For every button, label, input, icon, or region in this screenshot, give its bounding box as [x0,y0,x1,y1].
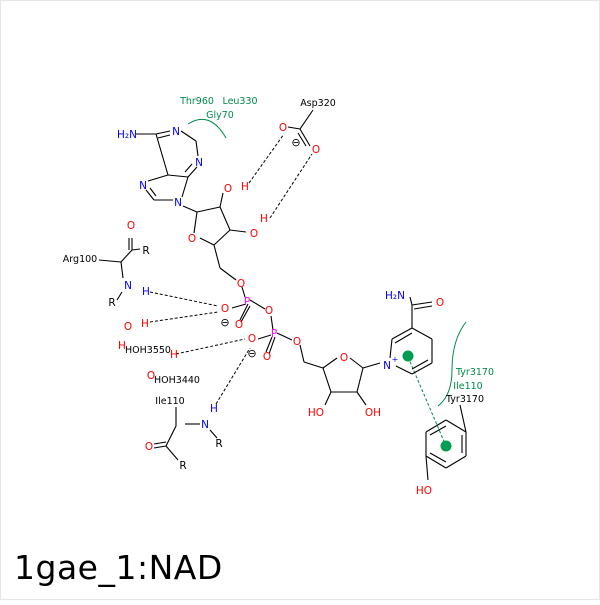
contact-tyr3170: Tyr3170 [455,367,494,378]
contact-ile110: Ile110 [453,381,482,392]
amide-oxygen: O [436,297,444,309]
residue-hoh3550: HOH3550 [125,345,171,356]
hbond-water2-o1pn [175,338,246,355]
nicotinamide-o3-hydroxyl: OH [365,407,381,419]
ile110-oxygen: O [145,441,153,453]
adenine-amine: H₂N [117,129,137,141]
phosphate-a-o1: O [221,303,229,315]
residue-labels: Asp320 O O Thr960 Leu330 Gly70 Arg100 N … [63,96,494,497]
residue-ile110: Ile110 [155,396,184,407]
residue-arg100: Arg100 [63,254,97,265]
asp320-o1: O [279,122,287,134]
water-2-hydrogen: H [170,349,178,361]
atom-labels: H₂N N N N N O O H O H O P O O O P O O O … [117,126,444,419]
residue-leu330: Leu330 [222,96,257,107]
adenosine-ring-oxygen: O [188,233,196,245]
phosphorus-a: P [244,296,250,308]
pyridinium-charge: + [392,355,399,364]
nicotinamide-o5: O [293,336,301,348]
arg100-r-chain: R [142,245,149,257]
ile110-hydrogen: H [210,403,218,415]
residue-gly70: Gly70 [206,110,234,121]
contact-arc-top [187,118,227,139]
hbond-o3-asp [269,153,313,219]
tyr3170-hydroxyl: HO [416,485,432,497]
water-1-h2: H [118,340,126,352]
phosphate-a-o2: O [235,319,243,331]
pi-stack-line [407,356,447,447]
hbond-water1-o1pa [149,311,219,323]
phosphate-a-charge: ⊖ [220,316,229,329]
residue-tyr3170: Tyr3170 [445,394,484,405]
hydrophobic-contacts [187,118,467,407]
diagram-title: 1gae_1:NAD [14,548,223,587]
arg100-nitrogen: N [124,280,132,292]
hbond-arg-o1pa [149,291,219,307]
pi-stacking [407,356,447,447]
arg100-r-sidechain: R [108,297,115,309]
adenosine-o3: O [250,228,258,240]
arg100-oxygen: O [127,220,135,232]
water-1-oxygen: O [124,321,132,333]
residue-thr960: Thr960 [179,96,214,107]
asp-charge: ⊖ [291,136,300,149]
adenosine-o5: O [237,278,245,290]
phosphate-n-charge: ⊖ [247,347,256,360]
water-2-oxygen: O [147,370,155,382]
phosphate-n-o2: O [263,351,271,363]
adenine-n3: N [195,157,203,169]
adenosine-h3: H [260,213,268,225]
residue-asp320: Asp320 [300,98,336,109]
hbond-ile-o1pn [215,347,251,405]
contact-arc-tyr [437,321,467,407]
phosphate-n-o1: O [248,333,256,345]
adenine-n7: N [139,180,147,192]
adenine-n9: N [174,197,182,209]
adenine-n1: N [172,126,180,138]
hydrogen-bonds [149,133,313,405]
adenosine-h2: H [241,181,249,193]
adenosine-o2: O [224,183,232,195]
phosphorus-n: P [271,328,277,340]
tyrosine-ring-centroid [440,440,452,452]
bridging-oxygen: O [265,305,273,317]
nicotinamide-ring-centroid [402,350,414,362]
hbond-o2-asp [248,133,285,184]
nicotinamide-ring-oxygen: O [340,352,348,364]
residue-hoh3440: HOH3440 [154,375,200,386]
bonds [98,109,467,481]
amide-nitrogen: H₂N [385,290,405,302]
ile110-r-sidechain: R [215,438,222,450]
nicotinamide-o2-hydroxyl: HO [308,407,324,419]
pyridinium-nitrogen: N [383,360,391,372]
ile110-nitrogen: N [201,419,209,431]
water-1-hydrogen: H [141,318,149,330]
ile110-r-chain: R [179,460,186,472]
asp320-o2: O [312,144,320,156]
arg100-hydrogen: H [142,286,150,298]
